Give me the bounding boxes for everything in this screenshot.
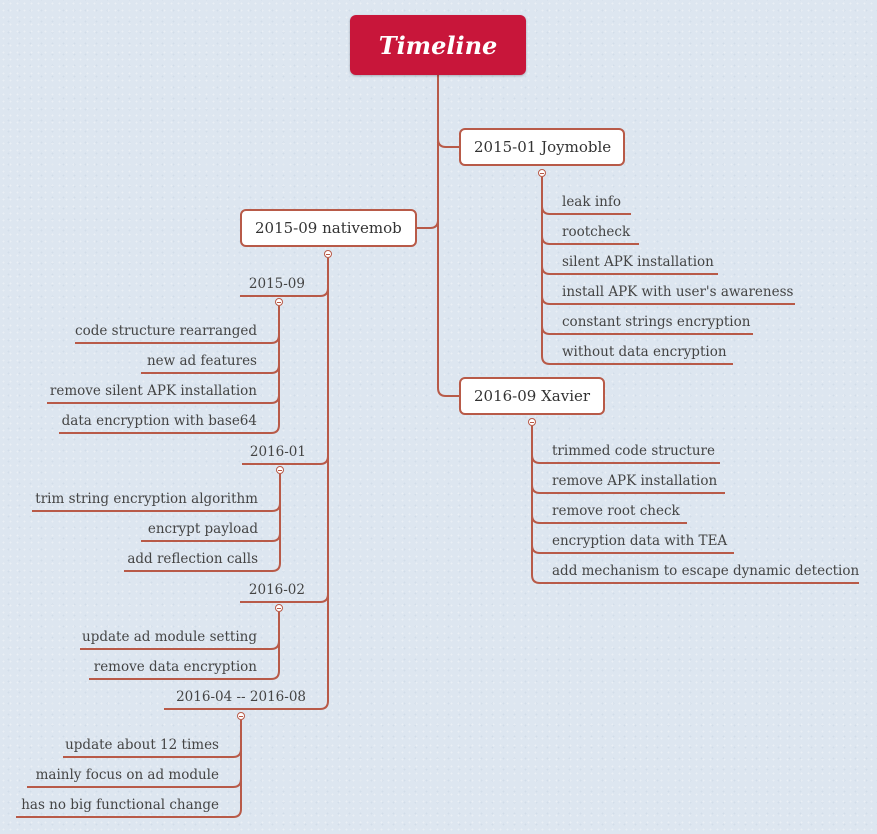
subtopic-remove-silent-apk[interactable]: remove silent APK installation [49, 383, 257, 399]
subtopic-remove-data-encryption[interactable]: remove data encryption [93, 659, 257, 675]
root-topic-timeline[interactable]: Timeline [350, 15, 526, 75]
collapse-toggle-joymoble-icon[interactable] [538, 169, 546, 177]
collapse-toggle-2016-04-icon[interactable] [237, 712, 245, 720]
topic-joymoble[interactable]: 2015-01 Joymoble [459, 128, 625, 166]
collapse-toggle-2016-02-icon[interactable] [275, 604, 283, 612]
subtopic-group-2016-04-2016-08[interactable]: 2016-04 -- 2016-08 [176, 689, 306, 705]
subtopic-joymoble-rootcheck[interactable]: rootcheck [562, 224, 631, 240]
subtopic-joymoble-no-data-encryption[interactable]: without data encryption [562, 344, 727, 360]
subtopic-xavier-escape-detection[interactable]: add mechanism to escape dynamic detectio… [552, 563, 860, 579]
subtopic-data-encryption-base64[interactable]: data encryption with base64 [61, 413, 257, 429]
topic-nativemob[interactable]: 2015-09 nativemob [240, 209, 417, 247]
collapse-toggle-xavier-icon[interactable] [528, 418, 536, 426]
collapse-toggle-2016-01-icon[interactable] [276, 466, 284, 474]
collapse-toggle-nativemob-icon[interactable] [324, 250, 332, 258]
topic-label: 2015-01 Joymoble [474, 138, 612, 156]
subtopic-trim-string-encryption[interactable]: trim string encryption algorithm [35, 491, 258, 507]
subtopic-group-2015-09[interactable]: 2015-09 [248, 276, 305, 292]
subtopic-joymoble-leak-info[interactable]: leak info [562, 194, 621, 210]
subtopic-xavier-remove-apk-install[interactable]: remove APK installation [552, 473, 718, 489]
subtopic-add-reflection-calls[interactable]: add reflection calls [127, 551, 258, 567]
topic-label: 2015-09 nativemob [255, 219, 402, 237]
subtopic-joymoble-constant-strings[interactable]: constant strings encryption [562, 314, 751, 330]
subtopic-code-structure-rearranged[interactable]: code structure rearranged [75, 323, 257, 339]
subtopic-encrypt-payload[interactable]: encrypt payload [147, 521, 258, 537]
subtopic-joymoble-install-apk-awareness[interactable]: install APK with user's awareness [562, 284, 794, 300]
subtopic-update-12-times[interactable]: update about 12 times [65, 737, 219, 753]
subtopic-update-ad-module-setting[interactable]: update ad module setting [82, 629, 257, 645]
subtopic-group-2016-01[interactable]: 2016-01 [249, 444, 306, 460]
subtopic-xavier-trimmed-code[interactable]: trimmed code structure [552, 443, 715, 459]
subtopic-joymoble-silent-apk[interactable]: silent APK installation [562, 254, 714, 270]
subtopic-xavier-remove-root-check[interactable]: remove root check [552, 503, 680, 519]
subtopic-focus-ad-module[interactable]: mainly focus on ad module [35, 767, 219, 783]
topic-label: 2016-09 Xavier [474, 387, 591, 405]
subtopic-no-functional-change[interactable]: has no big functional change [21, 797, 219, 813]
root-title: Timeline [378, 30, 498, 60]
subtopic-new-ad-features[interactable]: new ad features [146, 353, 257, 369]
subtopic-group-2016-02[interactable]: 2016-02 [248, 582, 305, 598]
subtopic-xavier-tea-encryption[interactable]: encryption data with TEA [552, 533, 728, 549]
collapse-toggle-2015-09-icon[interactable] [275, 298, 283, 306]
topic-xavier[interactable]: 2016-09 Xavier [459, 377, 605, 415]
